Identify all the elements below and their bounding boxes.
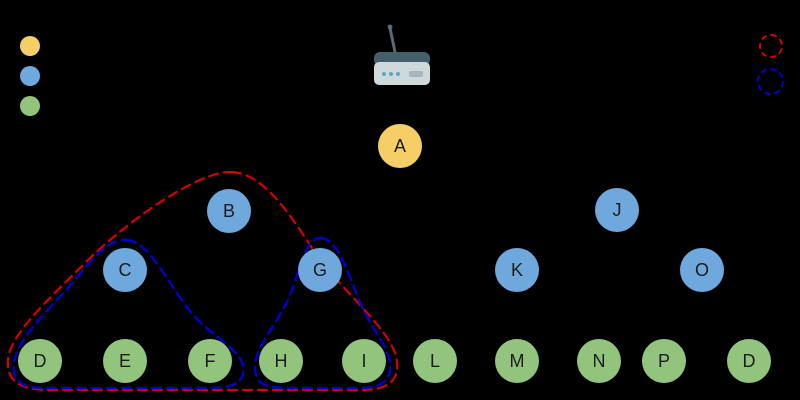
router-antenna-tip (387, 24, 393, 30)
legend-blue-dashed-group-icon (757, 68, 784, 95)
node-b-1: B (207, 189, 251, 233)
router-led (396, 72, 400, 76)
node-c-3: C (103, 248, 147, 292)
legend-red-dashed-group-icon (759, 34, 783, 58)
node-h-10: H (259, 339, 303, 383)
node-j-2: J (595, 188, 639, 232)
node-k-5: K (495, 248, 539, 292)
blue-dashed-group-outline-left (12, 238, 245, 390)
node-e-8: E (103, 339, 147, 383)
node-f-9: F (188, 339, 232, 383)
node-n-14: N (577, 339, 621, 383)
node-d-7: D (18, 339, 62, 383)
node-i-11: I (342, 339, 386, 383)
router-led (382, 72, 386, 76)
node-a-0: A (378, 124, 422, 168)
legend-green-node-icon (20, 96, 40, 116)
legend-yellow-node-icon (20, 36, 40, 56)
router-icon (374, 24, 430, 85)
blue-dashed-group-outline-right (253, 236, 392, 390)
node-o-6: O (680, 248, 724, 292)
legend-blue-node-icon (20, 66, 40, 86)
node-d-16: D (727, 339, 771, 383)
node-m-13: M (495, 339, 539, 383)
router-led (389, 72, 393, 76)
node-p-15: P (642, 339, 686, 383)
node-l-12: L (413, 339, 457, 383)
router-antenna (388, 26, 397, 54)
node-g-4: G (298, 248, 342, 292)
router-vent (409, 71, 423, 77)
router-front-face (374, 62, 430, 85)
red-dashed-group-outline (6, 170, 399, 392)
